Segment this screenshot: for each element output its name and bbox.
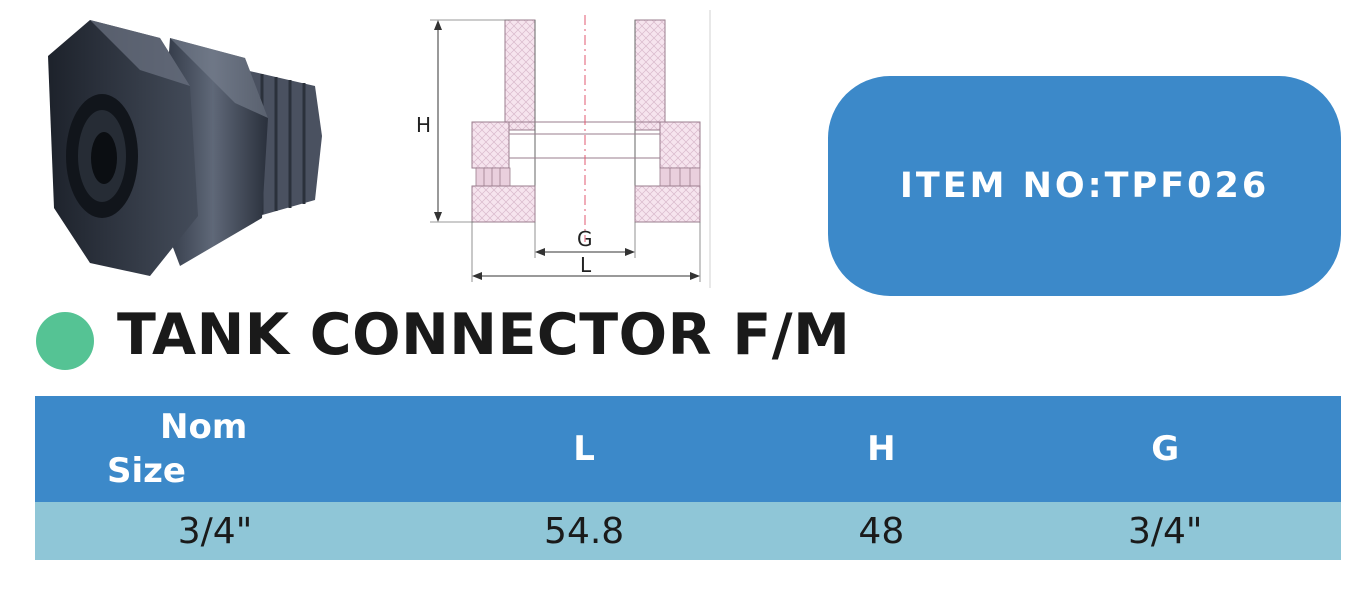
cell-h: 48 <box>773 502 990 560</box>
product-photo <box>48 20 322 276</box>
cell-nom-size: 3/4" <box>35 502 395 560</box>
spec-table: Nom Size L H G 3/4" 54.8 48 3/4" <box>35 396 1341 560</box>
g-dimension-label: G <box>577 227 593 251</box>
cell-g: 3/4" <box>989 502 1341 560</box>
header-nom-line1: Nom <box>160 407 248 447</box>
table-header-row: Nom Size L H G <box>35 396 1341 502</box>
table-row: 3/4" 54.8 48 3/4" <box>35 502 1341 560</box>
header-nom-size: Nom Size <box>35 396 395 502</box>
header-l: L <box>395 396 774 502</box>
header-nom-line2: Size <box>107 451 186 491</box>
header-h: H <box>773 396 990 502</box>
h-dimension-label: H <box>416 113 431 137</box>
technical-drawing: H G L <box>410 10 715 288</box>
title-bullet <box>36 312 94 370</box>
item-number: ITEM NO:TPF026 <box>899 166 1270 206</box>
item-number-badge: ITEM NO:TPF026 <box>828 76 1341 296</box>
page-title: TANK CONNECTOR F/M <box>117 302 851 368</box>
l-dimension-label: L <box>580 253 592 277</box>
cell-l: 54.8 <box>395 502 774 560</box>
header-g: G <box>989 396 1341 502</box>
